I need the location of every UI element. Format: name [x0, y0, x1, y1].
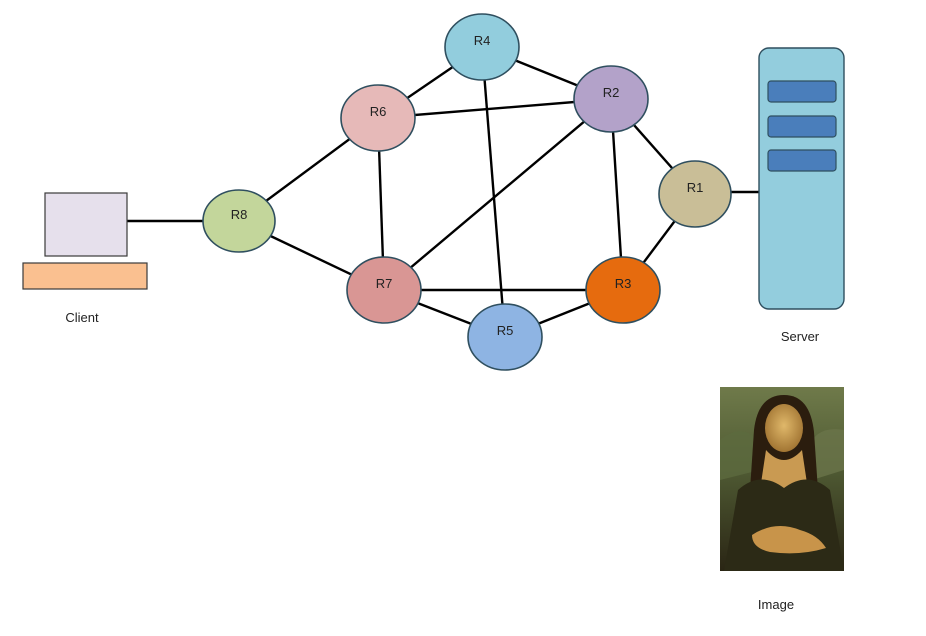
router-r3: R3	[585, 256, 661, 324]
client-caption: Client	[65, 310, 99, 325]
server-slot	[767, 115, 837, 138]
router-r6: R6	[340, 84, 416, 152]
link-r6-r2	[377, 97, 612, 120]
router-label: R1	[687, 180, 704, 195]
router-r7: R7	[346, 256, 422, 324]
router-r8: R8	[202, 189, 276, 253]
link-r4-r5	[480, 46, 507, 338]
router-node	[202, 189, 276, 253]
router-label: R5	[497, 323, 514, 338]
router-label: R3	[615, 276, 632, 291]
router-r1: R1	[658, 160, 732, 228]
server	[758, 47, 845, 310]
client-keyboard-base	[22, 262, 148, 290]
router-node	[658, 160, 732, 228]
router-label: R2	[603, 85, 620, 100]
router-r2: R2	[573, 65, 649, 133]
server-slot	[767, 80, 837, 103]
router-node	[346, 256, 422, 324]
server-caption: Server	[781, 329, 820, 344]
router-node	[573, 65, 649, 133]
link-r2-r7	[383, 98, 612, 291]
server-body	[758, 47, 845, 310]
router-node	[585, 256, 661, 324]
client-monitor	[44, 192, 128, 257]
router-node	[467, 303, 543, 371]
router-label: R6	[370, 104, 387, 119]
portrait-image	[720, 387, 844, 571]
router-label: R4	[474, 33, 491, 48]
router-r4: R4	[444, 13, 520, 81]
router-node	[444, 13, 520, 81]
router-node	[340, 84, 416, 152]
image-caption: Image	[758, 597, 794, 612]
server-slot	[767, 149, 837, 172]
router-label: R8	[231, 207, 248, 222]
router-r5: R5	[467, 303, 543, 371]
client-computer	[22, 192, 148, 290]
router-label: R7	[376, 276, 393, 291]
